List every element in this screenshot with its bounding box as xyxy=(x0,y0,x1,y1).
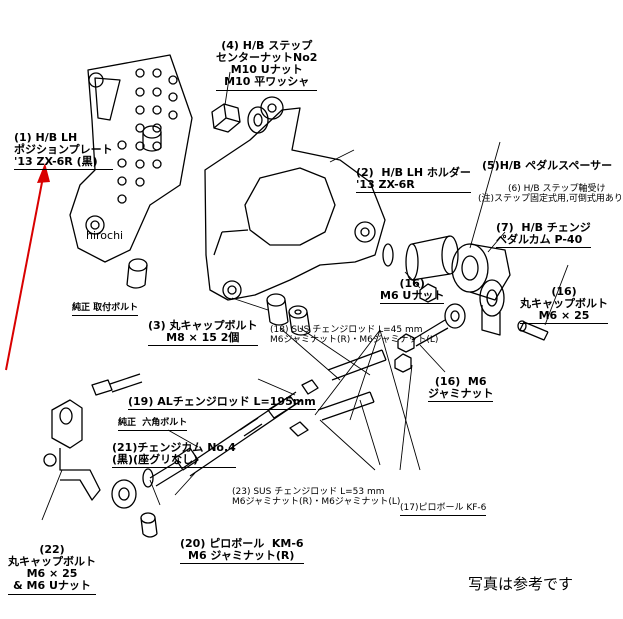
cap-bolts-m8-part xyxy=(266,293,311,336)
pedal-assembly-part xyxy=(382,235,511,336)
callout-part-5: (5)H/B ペダルスペーサー xyxy=(482,159,613,173)
reference-photo-note: 写真は参考です xyxy=(468,575,574,593)
callout-part-2: (2) H/B LH ホルダー'13 ZX-6R xyxy=(356,143,471,218)
watermark-text: hirochi xyxy=(86,229,124,242)
callout-part-7: (7) H/B チェンジペダルカム P-40 xyxy=(496,198,591,273)
leader-lines xyxy=(41,71,569,521)
change-cam-part xyxy=(43,373,143,501)
callout-stock-mount-bolt: 純正 取付ボルト xyxy=(72,284,139,335)
rod-assembly-part xyxy=(111,303,466,538)
red-arrow-icon xyxy=(5,163,50,371)
callout-stock-hex-bolt: 純正 六角ボルト xyxy=(118,399,188,450)
callout-part-16-nut: (16)M6 Uナット xyxy=(380,254,445,329)
callout-part-21: (21)チェンジカム No.4(黒)(座グリなし) xyxy=(112,418,236,493)
callout-part-19: (19) ALチェンジロッド L=195mm xyxy=(128,372,316,434)
callout-part-17: (17)ピロボール KF-6 xyxy=(400,484,487,535)
exploded-parts-drawing xyxy=(41,54,569,538)
callout-part-6: (6) H/B ステップ軸受け(注)ステップ固定式用,可倒式用あり xyxy=(478,183,623,204)
holder-part xyxy=(204,96,386,301)
